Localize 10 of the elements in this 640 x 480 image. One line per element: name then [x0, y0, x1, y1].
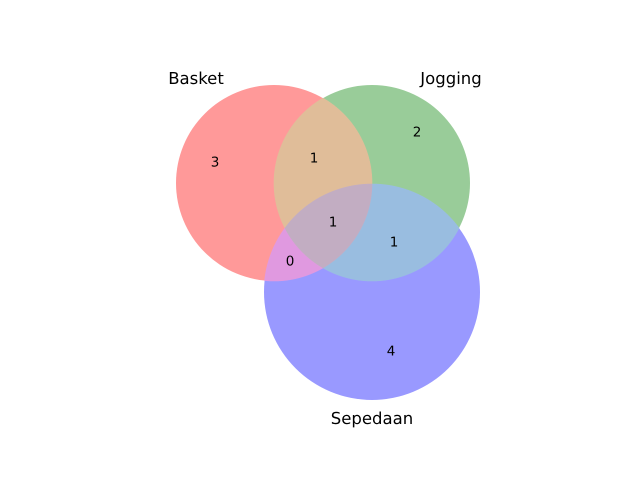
region-count: 1: [390, 236, 398, 250]
set-label: Basket: [168, 70, 224, 88]
region-count: 1: [328, 216, 338, 230]
region-count: 0: [286, 255, 294, 269]
region-count: 1: [310, 152, 318, 166]
region-count: 4: [386, 345, 396, 359]
region-count: 3: [210, 156, 220, 170]
set-label: Jogging: [420, 70, 482, 88]
set-label: Sepedaan: [330, 410, 414, 428]
region-count: 2: [412, 126, 422, 140]
